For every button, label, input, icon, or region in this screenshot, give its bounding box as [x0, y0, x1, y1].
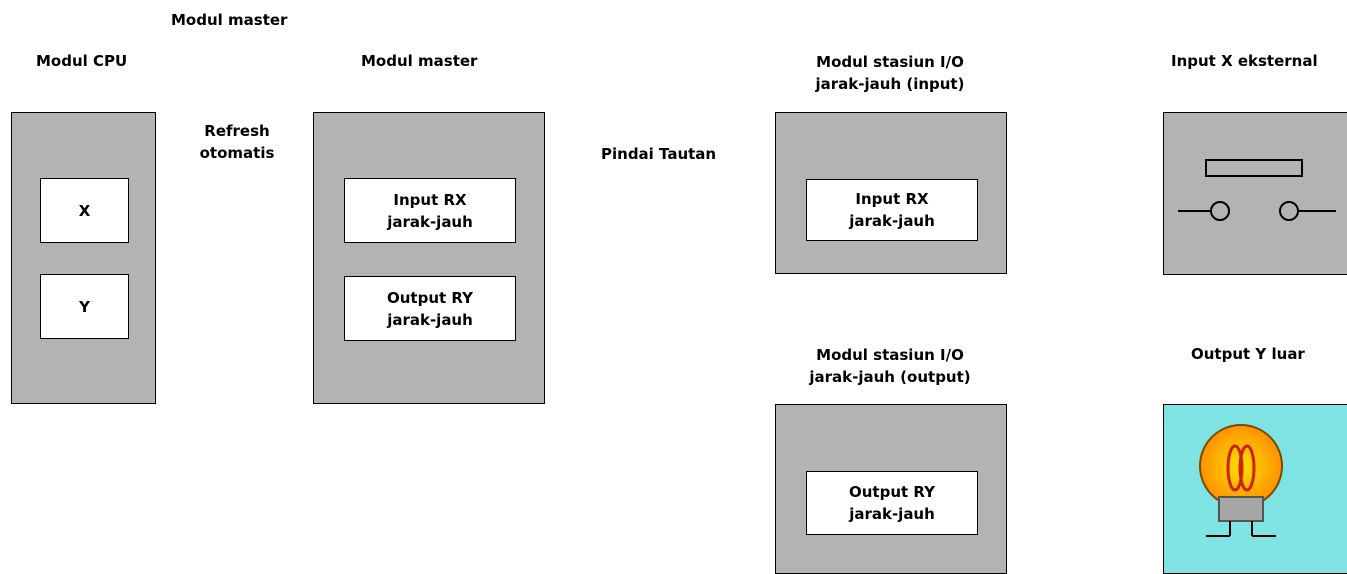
link-scan-label: Pindai Tautan [601, 145, 717, 163]
io-input-title-line2: jarak-jauh (input) [815, 75, 965, 93]
io-output-inner-line1: Output RY [848, 483, 935, 501]
push-button-switch-icon [1178, 159, 1336, 221]
io-output-module: Output RY jarak-jauh [775, 404, 1007, 574]
cpu-y-label: Y [79, 297, 90, 316]
refresh-label: Refresh otomatis [182, 120, 292, 164]
cpu-x-label: X [78, 201, 91, 220]
cpu-x-device: X [40, 178, 129, 243]
master-module-title: Modul master [361, 52, 478, 70]
cpu-y-device: Y [40, 274, 129, 339]
io-input-inner-line2: jarak-jauh [849, 212, 935, 230]
cpu-module: X Y [11, 112, 156, 404]
lamp-icon [1199, 424, 1283, 537]
io-input-rx: Input RX jarak-jauh [806, 179, 978, 241]
io-output-title: Modul stasiun I/O jarak-jauh (output) [770, 344, 1010, 388]
io-input-module: Input RX jarak-jauh [775, 112, 1007, 274]
io-output-title-line2: jarak-jauh (output) [809, 368, 971, 386]
master-output-ry: Output RY jarak-jauh [344, 276, 516, 341]
io-input-title: Modul stasiun I/O jarak-jauh (input) [770, 51, 1010, 95]
io-output-title-line1: Modul stasiun I/O [816, 346, 964, 364]
master-output-line1: Output RY [386, 288, 473, 307]
io-input-inner-line1: Input RX [855, 190, 929, 208]
external-input-title: Input X eksternal [1171, 52, 1318, 70]
top-label: Modul master [171, 11, 288, 29]
io-output-ry: Output RY jarak-jauh [806, 471, 978, 535]
master-module: Input RX jarak-jauh Output RY jarak-jauh [313, 112, 545, 404]
io-input-title-line1: Modul stasiun I/O [816, 53, 964, 71]
external-input-panel [1163, 112, 1347, 275]
refresh-label-line2: otomatis [199, 144, 275, 162]
master-output-line2: jarak-jauh [387, 310, 473, 329]
refresh-label-line1: Refresh [204, 122, 270, 140]
master-input-rx: Input RX jarak-jauh [344, 178, 516, 243]
external-output-title: Output Y luar [1191, 345, 1305, 363]
cpu-module-title: Modul CPU [36, 52, 128, 70]
io-output-inner-line2: jarak-jauh [849, 505, 935, 523]
master-input-line1: Input RX [393, 190, 467, 209]
external-output-panel [1163, 404, 1347, 574]
master-input-line2: jarak-jauh [387, 212, 473, 231]
